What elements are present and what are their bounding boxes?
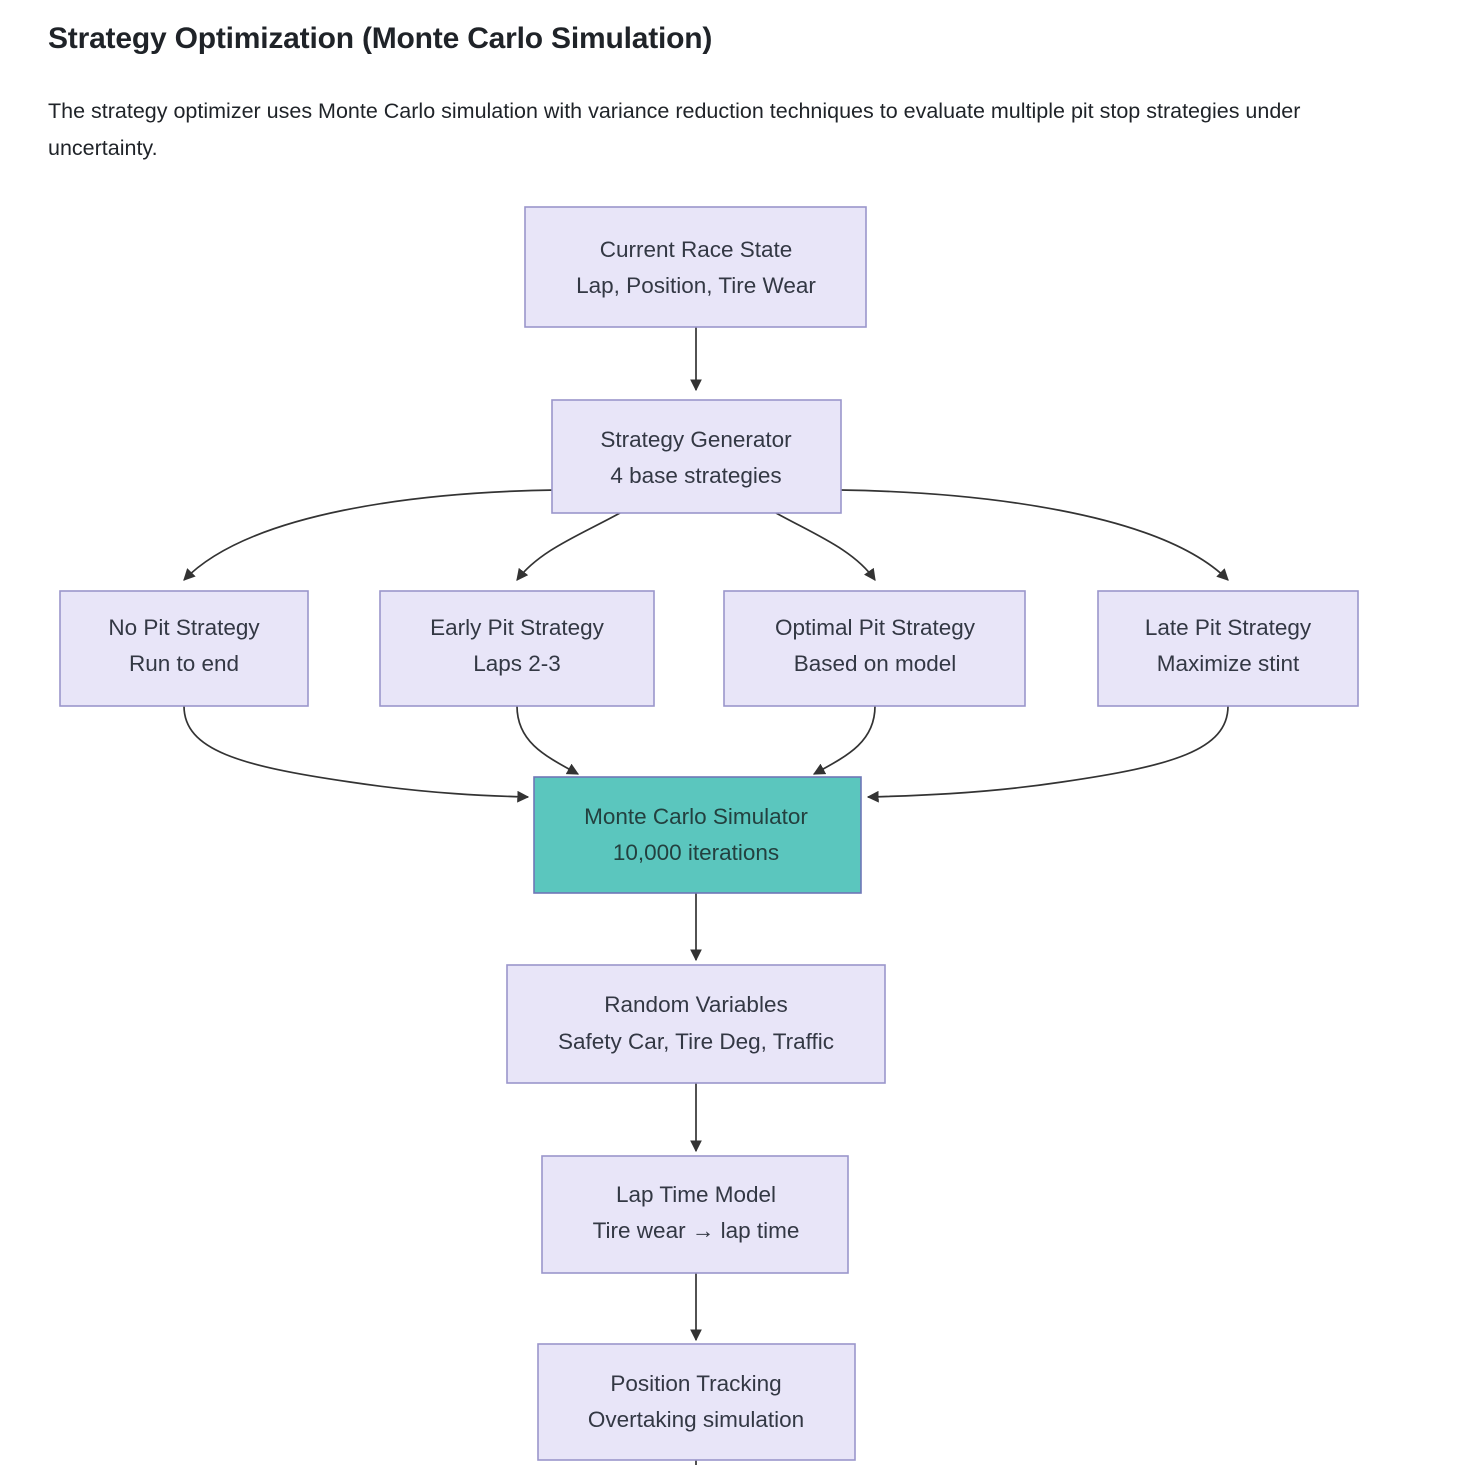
edge-strategy-generator-to-late-pit-strategy xyxy=(839,489,1229,581)
node-strategy-generator-box[interactable] xyxy=(551,399,842,514)
node-strategy-generator[interactable]: Strategy Generator 4 base strategies xyxy=(551,399,842,514)
node-lap-time-model-box[interactable] xyxy=(541,1155,849,1274)
node-late-pit-strategy-line1: Late Pit Strategy xyxy=(1145,615,1312,640)
page-title: Strategy Optimization (Monte Carlo Simul… xyxy=(48,22,713,55)
node-position-tracking-box[interactable] xyxy=(537,1343,856,1461)
node-position-tracking-line2: Overtaking simulation xyxy=(588,1407,804,1432)
node-optimal-pit-strategy-line1: Optimal Pit Strategy xyxy=(775,615,976,640)
edge-strategy-generator-to-optimal-pit-strategy xyxy=(775,512,876,581)
edge-early-pit-strategy-to-monte-carlo-simulator xyxy=(516,705,580,775)
node-strategy-generator-line1: Strategy Generator xyxy=(600,427,792,452)
node-lap-time-model-line1: Lap Time Model xyxy=(616,1182,776,1207)
edge-strategy-generator-to-no-pit-strategy xyxy=(183,489,557,581)
flowchart-svg: Current Race State Lap, Position, Tire W… xyxy=(59,206,1359,1465)
node-monte-carlo-simulator-line1: Monte Carlo Simulator xyxy=(584,804,808,829)
node-late-pit-strategy-line2: Maximize stint xyxy=(1157,651,1300,676)
node-optimal-pit-strategy-box[interactable] xyxy=(723,590,1026,707)
node-no-pit-strategy-box[interactable] xyxy=(59,590,309,707)
node-random-variables-line2: Safety Car, Tire Deg, Traffic xyxy=(558,1029,834,1054)
node-current-race-state-line1: Current Race State xyxy=(600,237,793,262)
node-random-variables-box[interactable] xyxy=(506,964,886,1084)
node-early-pit-strategy-line1: Early Pit Strategy xyxy=(430,615,605,640)
node-current-race-state-box[interactable] xyxy=(524,206,867,328)
node-early-pit-strategy[interactable]: Early Pit Strategy Laps 2-3 xyxy=(379,590,655,707)
node-late-pit-strategy-box[interactable] xyxy=(1097,590,1359,707)
node-position-tracking-line1: Position Tracking xyxy=(610,1371,781,1396)
flowchart-diagram: Current Race State Lap, Position, Tire W… xyxy=(0,190,1478,1465)
node-random-variables[interactable]: Random Variables Safety Car, Tire Deg, T… xyxy=(506,964,886,1084)
node-early-pit-strategy-box[interactable] xyxy=(379,590,655,707)
edge-optimal-pit-strategy-to-monte-carlo-simulator xyxy=(812,705,876,775)
node-no-pit-strategy-line1: No Pit Strategy xyxy=(108,615,260,640)
node-monte-carlo-simulator-line2: 10,000 iterations xyxy=(613,840,779,865)
node-no-pit-strategy[interactable]: No Pit Strategy Run to end xyxy=(59,590,309,707)
edge-late-pit-strategy-to-monte-carlo-simulator xyxy=(866,705,1229,803)
node-monte-carlo-simulator-box[interactable] xyxy=(533,776,862,894)
node-strategy-generator-line2: 4 base strategies xyxy=(610,463,781,488)
node-position-tracking[interactable]: Position Tracking Overtaking simulation xyxy=(537,1343,856,1461)
node-layer: Current Race State Lap, Position, Tire W… xyxy=(59,206,1359,1461)
node-lap-time-model-line2: Tire wear → lap time xyxy=(593,1218,800,1243)
node-no-pit-strategy-line2: Run to end xyxy=(129,651,239,676)
edge-strategy-generator-to-early-pit-strategy xyxy=(516,512,621,581)
section-description: The strategy optimizer uses Monte Carlo … xyxy=(48,99,1301,160)
node-current-race-state[interactable]: Current Race State Lap, Position, Tire W… xyxy=(524,206,867,328)
node-lap-time-model[interactable]: Lap Time Model Tire wear → lap time xyxy=(541,1155,849,1274)
node-optimal-pit-strategy[interactable]: Optimal Pit Strategy Based on model xyxy=(723,590,1026,707)
node-optimal-pit-strategy-line2: Based on model xyxy=(794,651,957,676)
node-current-race-state-line2: Lap, Position, Tire Wear xyxy=(576,273,816,298)
node-monte-carlo-simulator[interactable]: Monte Carlo Simulator 10,000 iterations xyxy=(533,776,862,894)
node-random-variables-line1: Random Variables xyxy=(604,992,787,1017)
edge-no-pit-strategy-to-monte-carlo-simulator xyxy=(183,705,530,803)
node-late-pit-strategy[interactable]: Late Pit Strategy Maximize stint xyxy=(1097,590,1359,707)
node-early-pit-strategy-line2: Laps 2-3 xyxy=(473,651,561,676)
